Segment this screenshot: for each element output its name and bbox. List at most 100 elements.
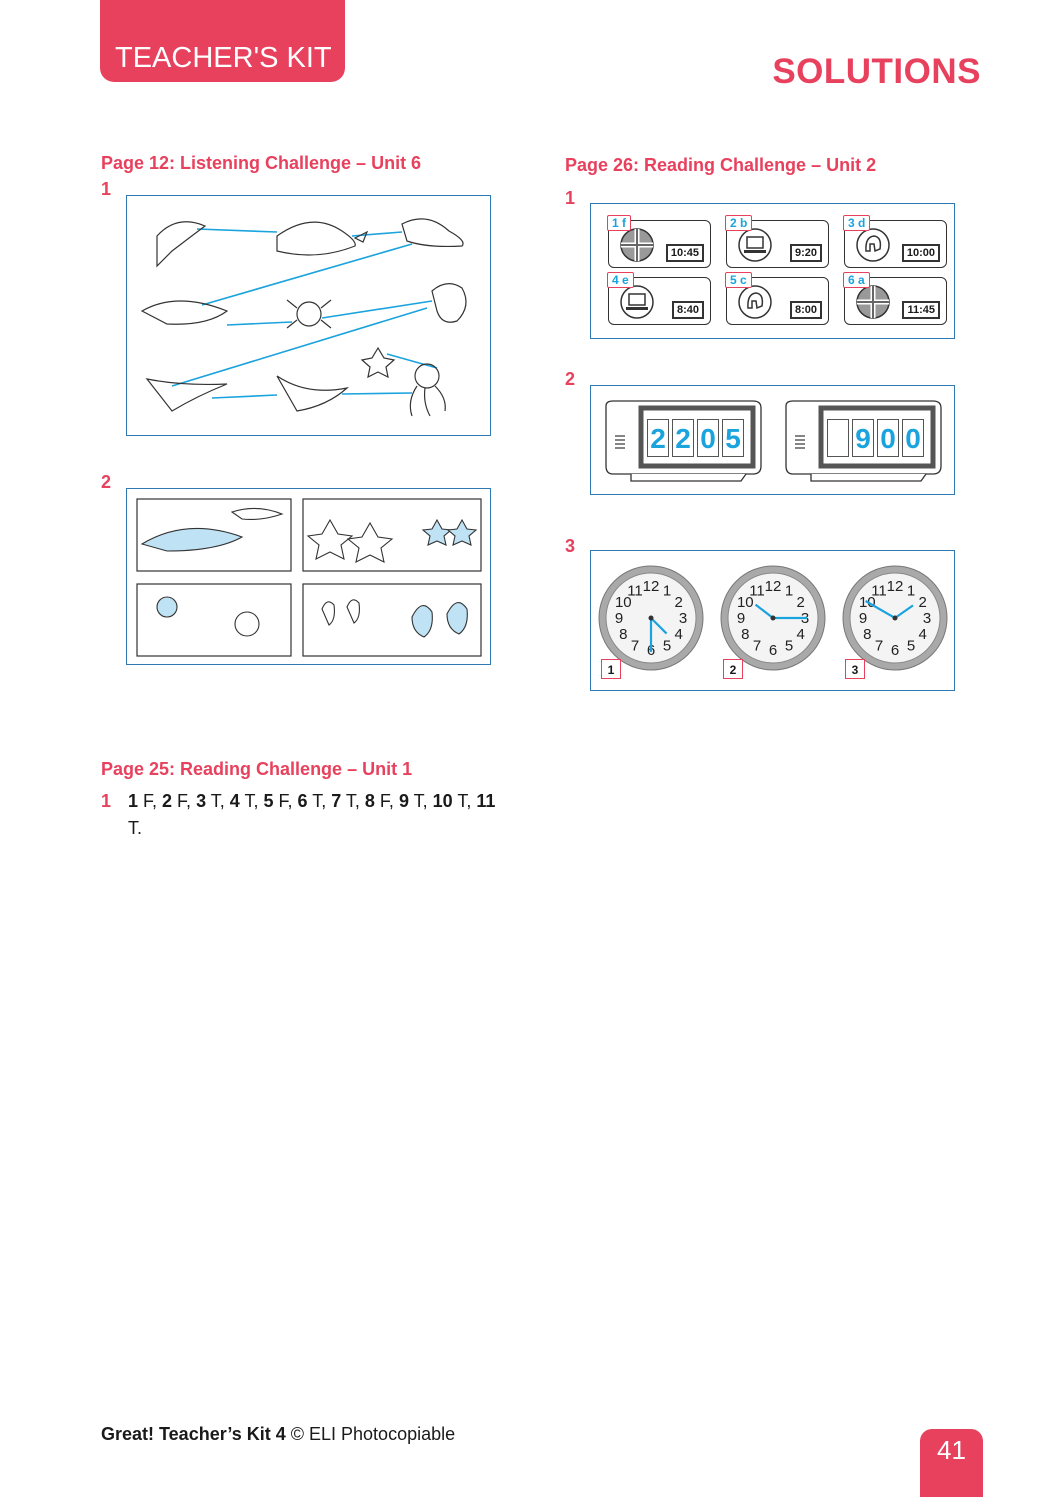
clock-numeral: 7 <box>631 638 639 655</box>
clock-numeral: 8 <box>619 626 627 643</box>
answer-number: 7 <box>331 791 342 811</box>
answer-value: T, <box>239 791 264 811</box>
tile-time: 8:40 <box>671 301 704 319</box>
clock-label: 2 <box>723 659 743 679</box>
time-tile: 6 a 11:45 <box>843 272 947 325</box>
clock-digit <box>827 419 849 457</box>
item-number: 1 <box>101 791 112 811</box>
tile-answer-label: 3 d <box>843 215 871 231</box>
item-number: 2 <box>565 369 576 389</box>
reading-unit1-section-title: Page 25: Reading Challenge – Unit 1 <box>101 759 413 779</box>
answer-value: T, <box>206 791 230 811</box>
clock-numeral: 5 <box>785 638 793 655</box>
clock-numeral: 7 <box>875 638 883 655</box>
clock-numeral: 2 <box>797 594 805 611</box>
hour-hand <box>754 603 774 619</box>
answer-number: 9 <box>398 791 409 811</box>
page-title: SOLUTIONS <box>772 52 981 91</box>
answer-value: T, <box>341 791 365 811</box>
clock-digit: 0 <box>902 419 924 457</box>
answer-value: T, <box>307 791 332 811</box>
clock-numeral: 8 <box>863 626 871 643</box>
tile-time: 9:20 <box>789 244 822 262</box>
item-number: 3 <box>565 536 576 556</box>
clock-numeral: 5 <box>907 638 915 655</box>
animal-matching-box <box>126 195 491 436</box>
clock-digit: 5 <box>722 419 744 457</box>
item-number: 1 <box>101 179 112 199</box>
answer-list: 1 F, 2 F, 3 T, 4 T, 5 F, 6 T, 7 T, 8 F, … <box>128 788 511 842</box>
reading-unit1-answers: 1 1 F, 2 F, 3 T, 4 T, 5 F, 6 T, 7 T, 8 F… <box>101 788 511 842</box>
answer-number: 10 <box>432 791 453 811</box>
answer-value: F, <box>172 791 197 811</box>
clock-digit: 9 <box>852 419 874 457</box>
tile-time: 10:00 <box>901 244 940 262</box>
clock-numeral: 11 <box>749 582 765 599</box>
clock-digit: 0 <box>877 419 899 457</box>
time-tile: 2 b 9:20 <box>725 215 829 268</box>
clock-numeral: 2 <box>675 594 683 611</box>
page-number: 41 <box>920 1429 983 1497</box>
answer-value: F, <box>374 791 399 811</box>
hour-hand <box>894 604 914 619</box>
clock-digit: 0 <box>697 419 719 457</box>
clock-numeral: 11 <box>871 582 887 599</box>
tile-answer-label: 4 e <box>607 272 634 288</box>
tile-answer-label: 1 f <box>607 215 632 231</box>
teachers-kit-tab: TEACHER'S KIT <box>100 0 345 82</box>
clock-numeral: 3 <box>923 610 931 627</box>
clock-numeral: 9 <box>615 610 623 627</box>
footer-copyright: Great! Teacher’s Kit 4 © ELI Photocopiab… <box>101 1424 456 1444</box>
clock-numeral: 1 <box>907 582 915 599</box>
clock-numeral: 6 <box>891 642 899 659</box>
answer-number: 11 <box>476 791 496 811</box>
clock-numeral: 4 <box>797 626 805 643</box>
clock-numeral: 4 <box>675 626 683 643</box>
time-tile: 4 e 8:40 <box>607 272 711 325</box>
item-number: 1 <box>565 188 576 208</box>
clock-numeral: 10 <box>737 594 754 611</box>
tile-time: 8:00 <box>789 301 822 319</box>
answer-value: T. <box>128 818 143 838</box>
clock-numeral: 12 <box>643 578 660 595</box>
answer-number: 3 <box>196 791 207 811</box>
clock-digit: 2 <box>647 419 669 457</box>
reading-unit2-section-title: Page 26: Reading Challenge – Unit 2 <box>565 155 877 175</box>
clock-numeral: 12 <box>887 578 904 595</box>
answer-value: T, <box>408 791 433 811</box>
hour-hand <box>650 617 668 635</box>
animal-matching-illustration <box>140 218 467 417</box>
clock-digit: 2 <box>672 419 694 457</box>
clock-numeral: 8 <box>741 626 749 643</box>
answer-number: 8 <box>364 791 375 811</box>
clock-numeral: 12 <box>765 578 782 595</box>
clock-numeral: 7 <box>753 638 761 655</box>
answer-number: 6 <box>297 791 308 811</box>
clock-numeral: 1 <box>663 582 671 599</box>
minute-hand <box>865 600 896 619</box>
clock-numeral: 5 <box>663 638 671 655</box>
clock-label: 3 <box>845 659 865 679</box>
tile-time: 11:45 <box>902 301 940 319</box>
tile-answer-label: 6 a <box>843 272 870 288</box>
clock-numeral: 4 <box>919 626 927 643</box>
analog-clocks: 1234567891011121234567891011121234567891… <box>598 565 948 671</box>
answer-number: 2 <box>162 791 173 811</box>
item-number: 2 <box>101 472 112 492</box>
clock-numeral: 3 <box>679 610 687 627</box>
tile-answer-label: 2 b <box>725 215 753 231</box>
scene-pictures-illustration <box>136 498 482 657</box>
answer-value: F, <box>273 791 298 811</box>
answer-value: T, <box>452 791 477 811</box>
clock-numeral: 6 <box>769 642 777 659</box>
listening-section-title: Page 12: Listening Challenge – Unit 6 <box>101 153 422 173</box>
answer-number: 5 <box>263 791 274 811</box>
analog-clocks-box: 1234567891011121234567891011121234567891… <box>590 550 955 691</box>
clock-numeral: 2 <box>919 594 927 611</box>
